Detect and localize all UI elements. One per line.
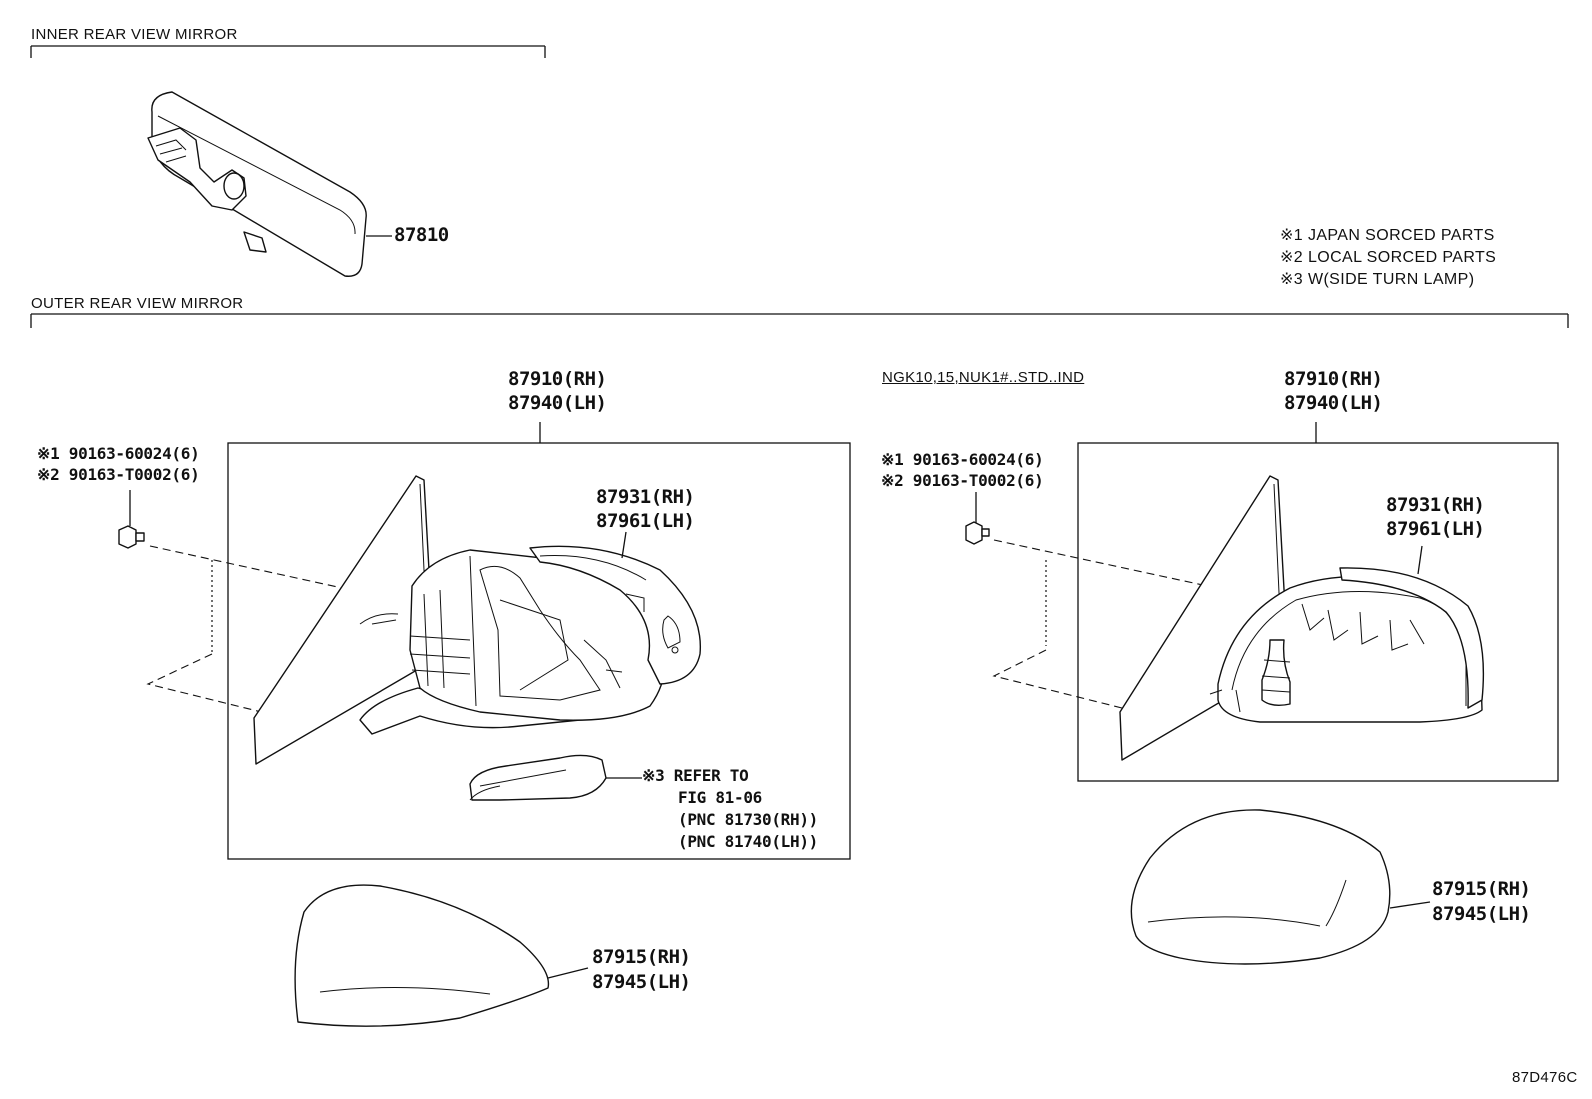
left-lamp-ref-4: (PNC 81740(LH)) [678, 832, 818, 851]
right-screw-local: ※2 90163-T0002(6) [881, 471, 1044, 490]
figure-code: 87D476C [1512, 1069, 1578, 1086]
right-mirror-cover [1130, 809, 1431, 965]
left-lamp-ref-3: (PNC 81730(RH)) [678, 810, 818, 829]
note-local-sourced: ※2 LOCAL SORCED PARTS [1280, 249, 1497, 266]
left-cover-rh: 87915(RH) [592, 946, 691, 968]
right-assembly-lh: 87940(LH) [1284, 392, 1383, 414]
right-screw-japan: ※1 90163-60024(6) [881, 450, 1044, 469]
right-housing-lh: 87961(LH) [1386, 518, 1485, 540]
outer-section-bracket [30, 313, 1569, 328]
inner-mirror-part-number: 87810 [394, 224, 449, 246]
right-assembly-rh: 87910(RH) [1284, 368, 1383, 390]
note-side-turn-lamp: ※3 W(SIDE TURN LAMP) [1280, 271, 1475, 288]
left-lamp-ref-1: ※3 REFER TO [642, 766, 749, 785]
inner-section-bracket [30, 45, 546, 58]
left-turn-lamp [469, 754, 642, 801]
left-cover-lh: 87945(LH) [592, 971, 691, 993]
left-assembly-box [227, 442, 851, 860]
inner-section-title: INNER REAR VIEW MIRROR [31, 26, 238, 43]
inner-mirror-drawing [147, 91, 392, 277]
note-japan-sourced: ※1 JAPAN SORCED PARTS [1280, 227, 1495, 244]
right-assembly-box [1077, 442, 1559, 782]
left-assembly-rh: 87910(RH) [508, 368, 607, 390]
left-housing-leader [621, 531, 627, 559]
left-screw-local: ※2 90163-T0002(6) [37, 465, 200, 484]
left-lamp-ref-2: FIG 81-06 [678, 788, 762, 807]
left-mirror-body [359, 545, 702, 735]
right-variant-label: NGK10,15,NUK1#..STD..IND [882, 369, 1085, 386]
left-screw-drawing [118, 490, 389, 723]
right-housing-leader [1417, 545, 1423, 575]
right-housing-rh: 87931(RH) [1386, 494, 1485, 516]
left-assembly-lh: 87940(LH) [508, 392, 607, 414]
right-cover-rh: 87915(RH) [1432, 878, 1531, 900]
left-housing-rh: 87931(RH) [596, 486, 695, 508]
right-screw-drawing [965, 492, 1227, 711]
left-housing-lh: 87961(LH) [596, 510, 695, 532]
left-screw-japan: ※1 90163-60024(6) [37, 444, 200, 463]
right-mirror-body [1209, 567, 1485, 723]
left-mirror-cover [294, 884, 589, 1027]
right-cover-lh: 87945(LH) [1432, 903, 1531, 925]
outer-section-title: OUTER REAR VIEW MIRROR [31, 295, 244, 312]
